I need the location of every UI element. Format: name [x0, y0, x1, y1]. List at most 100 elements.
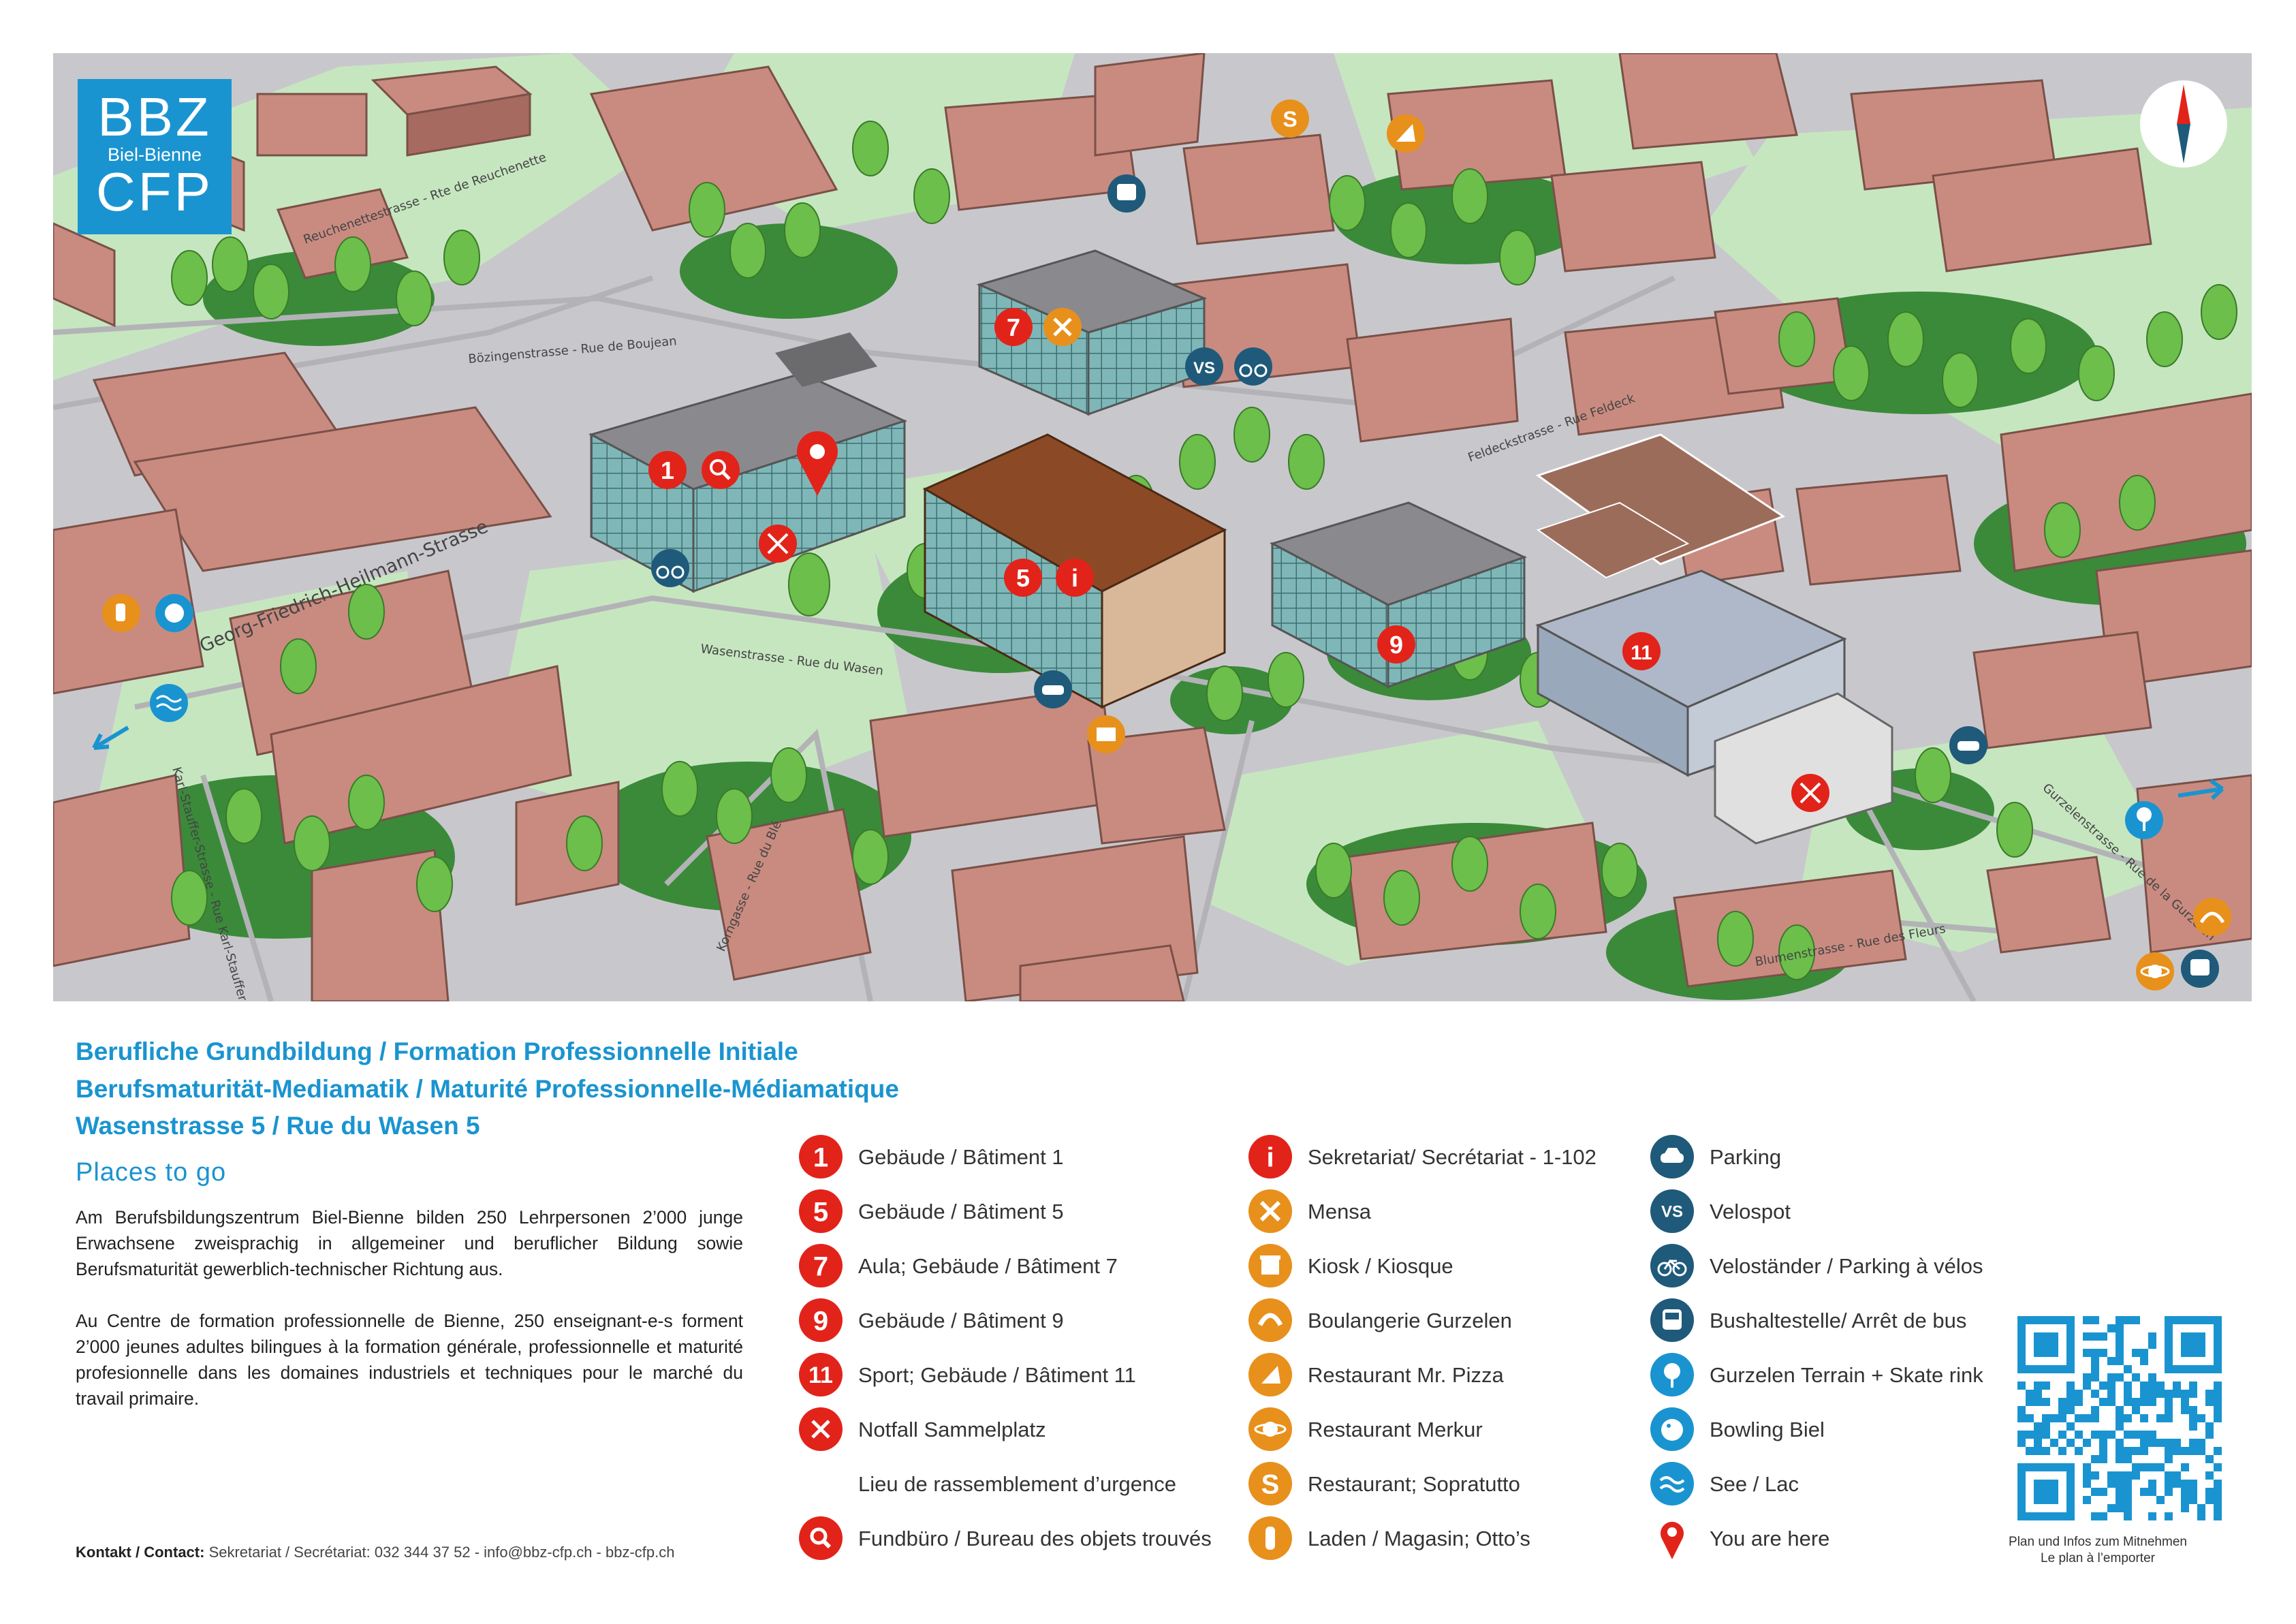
marker-bicycle-2[interactable] [1234, 347, 1272, 386]
logo-line3: CFP [96, 161, 213, 222]
marker-lake[interactable] [150, 684, 188, 722]
heading-line-2: Berufsmaturität-Mediamatik / Maturité Pr… [76, 1075, 899, 1103]
legend-item: Notfall Sammelplatz [798, 1407, 1234, 1454]
number-11-icon: 11 [799, 1353, 843, 1396]
legend-label: Velospot [1710, 1200, 1791, 1223]
legend-item: Parking [1650, 1134, 2086, 1182]
legend-item: Restaurant Mr. Pizza [1248, 1352, 1684, 1400]
bus-icon [1650, 1298, 1694, 1342]
svg-text:11: 11 [1631, 642, 1652, 664]
legend-item: Gurzelen Terrain + Skate rink [1650, 1352, 2086, 1400]
marker-building-1[interactable]: 1 [648, 451, 687, 489]
marker-pizza[interactable] [1387, 114, 1425, 153]
legend-item: Lieu de rassemblement d’urgence [798, 1461, 1234, 1509]
waves-icon [1650, 1462, 1694, 1505]
velospot-icon: VS [1650, 1189, 1694, 1233]
legend-label: Gebäude / Bâtiment 5 [858, 1200, 1064, 1223]
marker-assembly-point-1[interactable] [759, 525, 797, 563]
legend-label: Kiosk / Kiosque [1308, 1254, 1453, 1278]
pizza-icon [1248, 1353, 1292, 1396]
svg-text:5: 5 [1016, 564, 1030, 592]
marker-shop[interactable] [102, 594, 140, 632]
legend-label: Fundbüro / Bureau des objets trouvés [858, 1527, 1212, 1550]
contact-label: Kontakt / Contact: [76, 1544, 205, 1561]
marker-gurzelen-terrain[interactable] [2125, 801, 2163, 839]
marker-lost-found[interactable] [702, 451, 740, 489]
svg-text:5: 5 [813, 1197, 828, 1227]
you-are-here-pin-icon [797, 431, 838, 496]
tree-icon [1650, 1353, 1694, 1396]
marker-bakery[interactable] [2193, 898, 2231, 936]
marker-merkur[interactable] [2136, 952, 2174, 990]
campus-map: Reuchenettestrasse - Rte de Reuchenette … [53, 53, 2252, 1001]
marker-kiosk[interactable] [1087, 715, 1125, 753]
legend-label: Laden / Magasin; Otto’s [1308, 1527, 1530, 1550]
qr-code [2017, 1316, 2222, 1524]
svg-text:9: 9 [1389, 631, 1403, 659]
svg-text:S: S [1283, 107, 1297, 131]
legend-item: Bushaltestelle/ Arrêt de bus [1650, 1298, 2086, 1345]
qr-caption-line2: Le plan à l’emporter [2041, 1551, 2155, 1565]
bicycle-icon [1650, 1244, 1694, 1287]
marker-bicycle-1[interactable] [651, 549, 689, 587]
marker-assembly-point-2[interactable] [1791, 774, 1829, 812]
marker-building-11[interactable]: 11 [1622, 632, 1661, 670]
heading-line-3: Wasenstrasse 5 / Rue du Wasen 5 [76, 1112, 480, 1140]
legend-item: Laden / Magasin; Otto’s [1248, 1516, 1684, 1563]
number-1-icon: 1 [799, 1135, 843, 1178]
legend-label: Parking [1710, 1145, 1782, 1169]
marker-building-9[interactable]: 9 [1377, 625, 1415, 663]
marker-parking-1[interactable] [1034, 670, 1072, 708]
svg-text:i: i [1071, 564, 1078, 592]
svg-text:1: 1 [813, 1142, 828, 1172]
legend-label: Restaurant Mr. Pizza [1308, 1363, 1504, 1387]
legend-label: Gebäude / Bâtiment 1 [858, 1145, 1064, 1169]
legend-label: Gurzelen Terrain + Skate rink [1710, 1363, 1983, 1387]
legend-item: Restaurant Merkur [1248, 1407, 1684, 1454]
marker-mensa[interactable] [1043, 308, 1082, 346]
svg-text:VS: VS [1661, 1203, 1683, 1221]
contact-text: Sekretariat / Secrétariat: 032 344 37 52… [204, 1544, 675, 1561]
legend-item: Mensa [1248, 1189, 1684, 1236]
legend-item: You are here [1650, 1516, 2086, 1563]
croissant-icon [1248, 1298, 1292, 1342]
paragraph-french: Au Centre de formation professionnelle d… [76, 1311, 743, 1409]
legend-item: 1 Gebäude / Bâtiment 1 [798, 1134, 1234, 1182]
number-9-icon: 9 [799, 1298, 843, 1342]
legend-label: Mensa [1308, 1200, 1372, 1223]
marker-info[interactable]: i [1056, 559, 1094, 597]
info-icon: i [1248, 1135, 1292, 1178]
cutlery-icon [1248, 1189, 1292, 1233]
car-icon [1650, 1135, 1694, 1178]
legend-item: VS Velospot [1650, 1189, 2086, 1236]
legend-item: Bowling Biel [1650, 1407, 2086, 1454]
svg-text:VS: VS [1193, 359, 1215, 377]
marker-parking-2[interactable] [1949, 726, 1987, 764]
legend-label: Lieu de rassemblement d’urgence [858, 1472, 1176, 1496]
marker-sopratutto[interactable]: S [1271, 99, 1309, 138]
marker-building-7[interactable]: 7 [994, 308, 1033, 346]
legend-label: Sport; Gebäude / Bâtiment 11 [858, 1363, 1136, 1387]
marker-velospot[interactable]: VS [1185, 347, 1223, 386]
svg-text:7: 7 [1007, 313, 1020, 341]
assembly-point-icon [799, 1407, 843, 1451]
legend-label: Bushaltestelle/ Arrêt de bus [1710, 1309, 1967, 1332]
places-heading: Places to go [76, 1158, 227, 1187]
qr-caption: Plan und Infos zum Mitnehmen Le plan à l… [1996, 1534, 2200, 1567]
location-pin-icon [1661, 1522, 1684, 1559]
hand-icon [1248, 1516, 1292, 1560]
legend-label: Aula; Gebäude / Bâtiment 7 [858, 1254, 1118, 1278]
marker-bus-1[interactable] [1107, 174, 1146, 213]
number-5-icon: 5 [799, 1189, 843, 1233]
marker-bus-2[interactable] [2181, 950, 2219, 988]
marker-building-5[interactable]: 5 [1004, 559, 1042, 597]
logo-line1: BBZ [97, 87, 212, 147]
svg-text:9: 9 [813, 1306, 828, 1336]
map-illustration: Reuchenettestrasse - Rte de Reuchenette … [53, 53, 2252, 1001]
marker-bowling[interactable] [155, 594, 193, 632]
west-arrow-icon [93, 725, 129, 750]
